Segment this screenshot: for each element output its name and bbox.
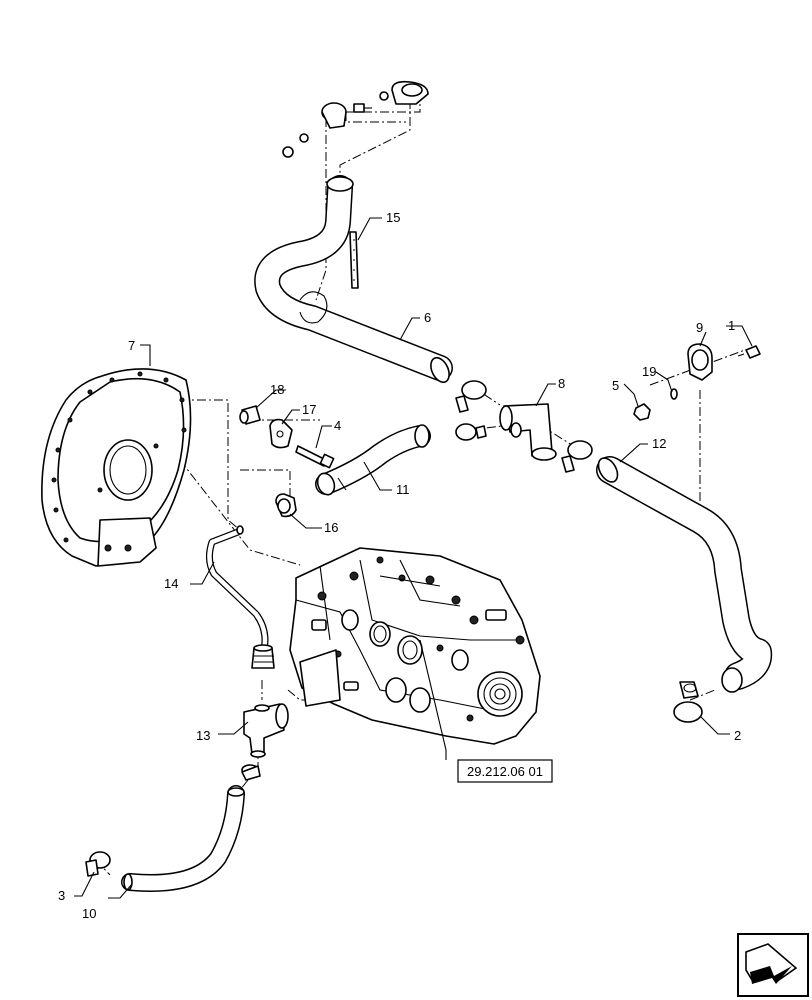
part-5-nut bbox=[633, 403, 651, 421]
callout-2: 2 bbox=[734, 728, 741, 743]
callout-14: 14 bbox=[164, 576, 178, 591]
callout-9: 9 bbox=[696, 320, 703, 335]
hose-clamps bbox=[455, 380, 593, 473]
part-7-flywheel-housing bbox=[41, 368, 192, 567]
top-clamp-assembly bbox=[282, 80, 429, 158]
callout-3: 3 bbox=[58, 888, 65, 903]
callout-1: 1 bbox=[728, 318, 735, 333]
center-lines bbox=[95, 92, 746, 876]
callout-6: 6 bbox=[424, 310, 431, 325]
pump-ports bbox=[341, 609, 469, 713]
reference-label: 29.212.06 01 bbox=[467, 764, 543, 779]
callout-5: 5 bbox=[612, 378, 619, 393]
part-18-spacer bbox=[239, 405, 261, 425]
hydraulic-pump-assembly bbox=[289, 547, 541, 745]
part-19-washer bbox=[670, 388, 678, 400]
part-1-screw bbox=[737, 345, 761, 359]
callout-15: 15 bbox=[386, 210, 400, 225]
callout-12: 12 bbox=[652, 436, 666, 451]
lower-clamp bbox=[241, 764, 261, 781]
callout-13: 13 bbox=[196, 728, 210, 743]
part-15-strap bbox=[349, 231, 359, 289]
hose-10 bbox=[121, 785, 245, 892]
part-2-clamp bbox=[673, 681, 703, 723]
callout-8: 8 bbox=[558, 376, 565, 391]
callout-10: 10 bbox=[82, 906, 96, 921]
hose-6 bbox=[254, 175, 453, 384]
part-8-tee-fitting bbox=[499, 403, 557, 461]
callout-17: 17 bbox=[302, 402, 316, 417]
pump-gear-housing bbox=[477, 671, 523, 717]
part-13-elbow-fitting bbox=[243, 703, 289, 758]
part-3-clamp bbox=[85, 851, 111, 877]
hose-11 bbox=[315, 424, 431, 496]
callout-16: 16 bbox=[324, 520, 338, 535]
callout-7: 7 bbox=[128, 338, 135, 353]
pump-small-details bbox=[311, 556, 525, 722]
part-9-clamp-block bbox=[687, 343, 713, 381]
flywheel-bolt-holes bbox=[51, 371, 187, 543]
callout-19: 19 bbox=[642, 364, 656, 379]
part-16-clip bbox=[275, 493, 297, 518]
hose-12 bbox=[596, 456, 773, 693]
reference-box: 29.212.06 01 bbox=[457, 759, 553, 783]
callout-11: 11 bbox=[396, 482, 410, 497]
leader-lines bbox=[74, 217, 753, 899]
callout-4: 4 bbox=[334, 418, 341, 433]
part-17-bracket bbox=[269, 418, 293, 449]
part-4-bolt bbox=[295, 445, 335, 469]
next-page-arrow-icon[interactable] bbox=[737, 933, 809, 997]
part-14-tube bbox=[205, 525, 275, 669]
callout-18: 18 bbox=[270, 382, 284, 397]
callout-labels: 1 2 3 4 5 6 7 8 9 10 11 12 13 14 15 16 1… bbox=[58, 210, 741, 921]
